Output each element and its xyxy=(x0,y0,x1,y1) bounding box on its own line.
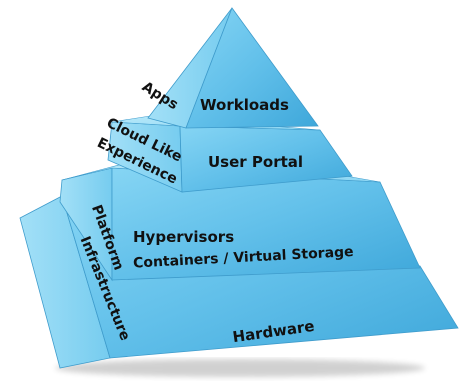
hypervisors-label: Hypervisors xyxy=(133,228,234,246)
tier-top xyxy=(147,7,319,129)
ground-shadow xyxy=(55,359,425,377)
workloads-label: Workloads xyxy=(200,96,289,114)
user-portal-label: User Portal xyxy=(208,153,303,171)
tier-top-front-face xyxy=(185,7,319,129)
